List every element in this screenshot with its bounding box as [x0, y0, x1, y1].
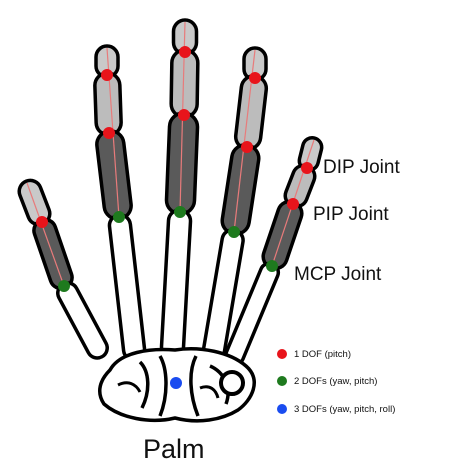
ring-finger-metacarpal-bone-shape	[108, 214, 145, 361]
legend-text: 3 DOFs (yaw, pitch, roll)	[294, 404, 395, 415]
index-finger-mcp-joint	[228, 226, 240, 238]
little-finger-mcp-joint	[58, 280, 70, 292]
ring-finger-pip-joint	[103, 127, 115, 139]
middle-finger-metacarpal-bone-shape	[161, 209, 191, 358]
thumb-dip-joint	[301, 162, 313, 174]
middle-finger-pip-joint	[178, 109, 190, 121]
legend-item-1dof: 1 DOF (pitch)	[277, 346, 351, 362]
index-finger-pip-joint	[241, 141, 253, 153]
thumb-mcp-joint	[266, 260, 278, 272]
index-finger-proximal-bone	[220, 143, 260, 236]
ring-finger-middle-bone-shape	[94, 73, 121, 136]
wrist-joint	[170, 377, 182, 389]
ring-finger-metacarpal-bone	[108, 214, 145, 361]
ring-finger-mcp-joint	[113, 211, 125, 223]
index-finger-proximal-bone-shape	[220, 143, 260, 236]
legend-text: 2 DOFs (yaw, pitch)	[294, 376, 377, 387]
legend-item-2dof: 2 DOFs (yaw, pitch)	[277, 373, 377, 389]
middle-finger-metacarpal-bone	[161, 209, 191, 358]
red-dot-icon	[277, 349, 287, 359]
thumb-pip-joint	[287, 198, 299, 210]
pip-joint-label: PIP Joint	[313, 204, 389, 226]
ring-finger-dip-joint	[101, 69, 113, 81]
pisiform-bone	[221, 372, 243, 394]
legend-item-3dof: 3 DOFs (yaw, pitch, roll)	[277, 401, 395, 417]
index-finger-dip-joint	[249, 72, 261, 84]
green-dot-icon	[277, 376, 287, 386]
hand-bones	[16, 20, 324, 367]
palm-label: Palm	[143, 434, 205, 465]
mcp-joint-label: MCP Joint	[294, 264, 381, 286]
little-finger-pip-joint	[36, 216, 48, 228]
ring-finger-middle-bone	[94, 73, 121, 136]
blue-dot-icon	[277, 404, 287, 414]
dip-joint-label: DIP Joint	[323, 157, 400, 179]
middle-finger-dip-joint	[179, 46, 191, 58]
legend-text: 1 DOF (pitch)	[294, 349, 351, 360]
middle-finger-mcp-joint	[174, 206, 186, 218]
